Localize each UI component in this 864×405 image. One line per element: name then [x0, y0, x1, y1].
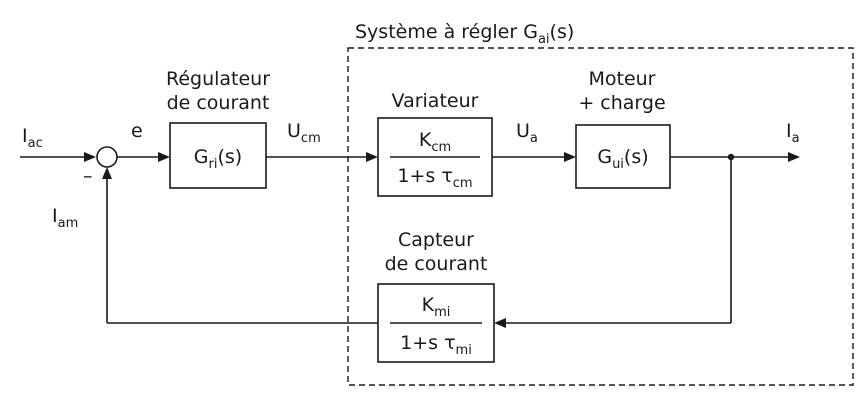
sensor-numerator: Kmi — [422, 294, 451, 320]
system-boundary — [347, 47, 854, 386]
motor-tf: Gui(s) — [597, 146, 648, 172]
sensor-caption-2: de courant — [385, 253, 488, 275]
signal-ucm: Ucm — [287, 120, 321, 146]
variator-numerator: Kcm — [419, 129, 451, 155]
ucm-arrowhead — [366, 152, 378, 162]
regulator-caption-1: Régulateur — [166, 68, 270, 90]
signal-ia: Ia — [786, 120, 800, 146]
signal-iac: Iac — [22, 125, 43, 151]
sensor-denominator: 1+s τmi — [400, 332, 472, 358]
variator-denominator: 1+s τcm — [397, 165, 472, 191]
regulator-block — [169, 122, 267, 189]
sensor-caption-1: Capteur — [398, 229, 474, 251]
error-arrowhead — [158, 152, 170, 162]
motor-caption-1: Moteur — [588, 68, 655, 90]
variator-caption: Variateur — [392, 90, 479, 112]
regulator-tf: Gri(s) — [194, 146, 242, 172]
system-title: Système à régler Gai(s) — [355, 21, 574, 47]
summing-junction — [96, 146, 118, 168]
iam-arrowhead — [102, 167, 112, 179]
output-arrowhead — [788, 152, 800, 162]
regulator-caption-2: de courant — [167, 92, 270, 114]
ua-arrowhead — [564, 152, 576, 162]
feedback-arrowhead — [494, 318, 506, 328]
signal-ua: Ua — [516, 120, 538, 146]
input-arrowhead — [84, 152, 96, 162]
minus-sign: – — [83, 165, 93, 187]
motor-caption-2: + charge — [578, 92, 665, 114]
signal-e: e — [131, 120, 143, 142]
signal-iam: Iam — [52, 205, 78, 231]
